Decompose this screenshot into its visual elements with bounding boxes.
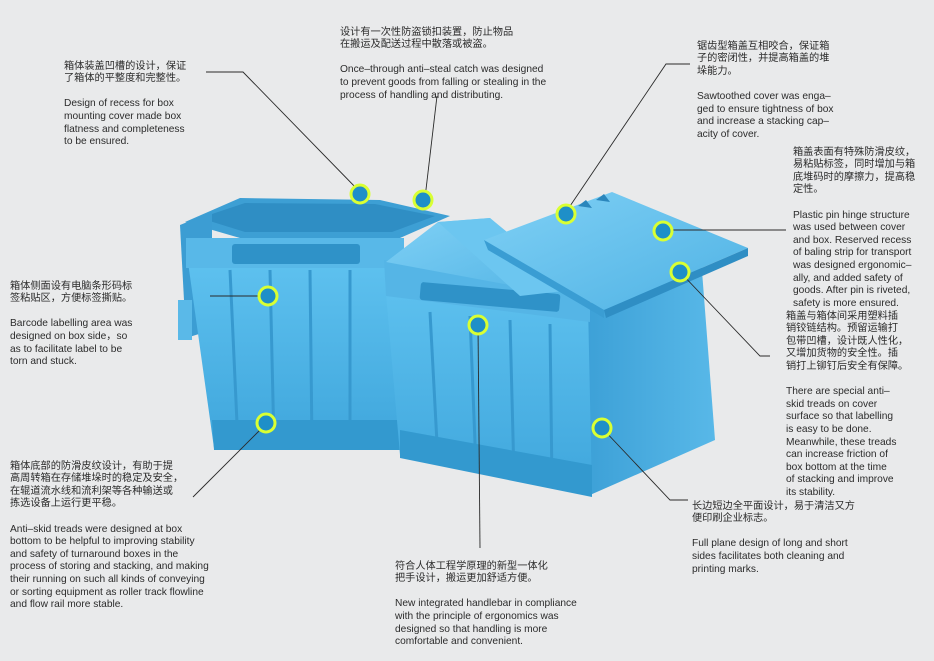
- hotspot-barcode: [257, 285, 279, 307]
- right-box-bottom-band: [400, 430, 592, 497]
- note-handle-cn: 符合人体工程学原理的新型一体化 把手设计，搬运更加舒适方便。: [395, 560, 548, 585]
- note-barcode: 箱体侧面设有电脑条形码标 签粘贴区，方便标签撕贴。 Barcode labell…: [10, 268, 180, 381]
- right-box: [384, 192, 748, 497]
- hotspot-bottom: [255, 412, 277, 434]
- note-barcode-cn: 箱体侧面设有电脑条形码标 签粘贴区，方便标签撕贴。: [10, 280, 133, 305]
- note-bottom: 箱体底部的防滑皮纹设计，有助于提 高周转箱在存储堆垛时的稳定及安全， 在辊道流水…: [10, 448, 240, 624]
- note-barcode-en: Barcode labelling area was designed on b…: [10, 318, 133, 368]
- note-plane-en: Full plane design of long and short side…: [692, 538, 848, 575]
- note-recess-cn: 箱体装盖凹槽的设计，保证 了箱体的平整度和完整性。: [64, 60, 187, 85]
- note-plane-cn: 长边短边全平面设计，易于清洁又方 便印刷企业标志。: [692, 500, 855, 525]
- note-treads-cn: 箱盖与箱体间采用塑料插 销铰链结构。预留运输打 包带凹槽，设计既人性化， 又增加…: [786, 310, 909, 372]
- note-bottom-en: Anti–skid treads were designed at box bo…: [10, 523, 209, 611]
- hotspot-hinge: [652, 220, 674, 242]
- note-sawtooth-en: Sawtoothed cover was enga– ged to ensure…: [697, 90, 834, 140]
- right-box-lid-right: [484, 192, 748, 310]
- product-illustration: [178, 63, 786, 549]
- left-box-handle: [232, 244, 360, 264]
- note-plane: 长边短边全平面设计，易于清洁又方 便印刷企业标志。 Full plane des…: [692, 488, 892, 589]
- note-handle-en: New integrated handlebar in compliance w…: [395, 598, 577, 648]
- note-sawtooth: 锯齿型箱盖互相咬合，保证箱 子的密闭性，并提高箱盖的堆 垛能力。 Sawtoot…: [697, 28, 867, 154]
- note-recess-en: Design of recess for box mounting cover …: [64, 98, 185, 148]
- note-handle: 符合人体工程学原理的新型一体化 把手设计，搬运更加舒适方便。 New integ…: [395, 548, 615, 661]
- note-bottom-cn: 箱体底部的防滑皮纹设计，有助于提 高周转箱在存储堆垛时的稳定及安全， 在辊道流水…: [10, 460, 184, 510]
- right-box-lid-right-edge2: [604, 248, 748, 318]
- hotspot-treads: [669, 261, 691, 283]
- note-treads: 箱盖与箱体间采用塑料插 销铰链结构。预留运输打 包带凹槽，设计既人性化， 又增加…: [786, 298, 934, 512]
- right-box-lid-right-edge: [484, 240, 604, 318]
- hotspot-recess: [349, 183, 371, 205]
- hotspot-handle: [467, 314, 489, 336]
- note-catch: 设计有一次性防盗锁扣装置，防止物品 在搬运及配送过程中散落或被盗。 Once–t…: [340, 14, 590, 115]
- hotspot-sawtooth: [555, 203, 577, 225]
- left-box-bottom-band: [212, 420, 405, 450]
- hotspots: [255, 183, 691, 439]
- note-sawtooth-cn: 锯齿型箱盖互相咬合，保证箱 子的密闭性，并提高箱盖的堆 垛能力。: [697, 40, 830, 77]
- note-catch-en: Once–through anti–steal catch was design…: [340, 64, 547, 101]
- leader-lines: [192, 63, 786, 549]
- hotspot-plane: [591, 417, 613, 439]
- hotspot-catch: [412, 189, 434, 211]
- left-box-opening: [200, 203, 435, 232]
- note-hinge-cn: 箱盖表面有特殊防滑皮纹， 易粘贴标签，同时增加与箱 底堆码时的摩擦力，提高稳 定…: [793, 146, 916, 196]
- left-box: [178, 198, 450, 450]
- note-catch-cn: 设计有一次性防盗锁扣装置，防止物品 在搬运及配送过程中散落或被盗。: [340, 26, 514, 51]
- note-hinge-en: Plastic pin hinge structure was used bet…: [793, 209, 912, 309]
- note-treads-en: There are special anti– skid treads on c…: [786, 386, 897, 498]
- note-hinge: 箱盖表面有特殊防滑皮纹， 易粘贴标签，同时增加与箱 底堆码时的摩擦力，提高稳 定…: [793, 134, 933, 323]
- left-box-hinge-tab: [178, 300, 192, 340]
- right-box-handle: [419, 282, 561, 312]
- note-recess: 箱体装盖凹槽的设计，保证 了箱体的平整度和完整性。 Design of rece…: [64, 48, 244, 161]
